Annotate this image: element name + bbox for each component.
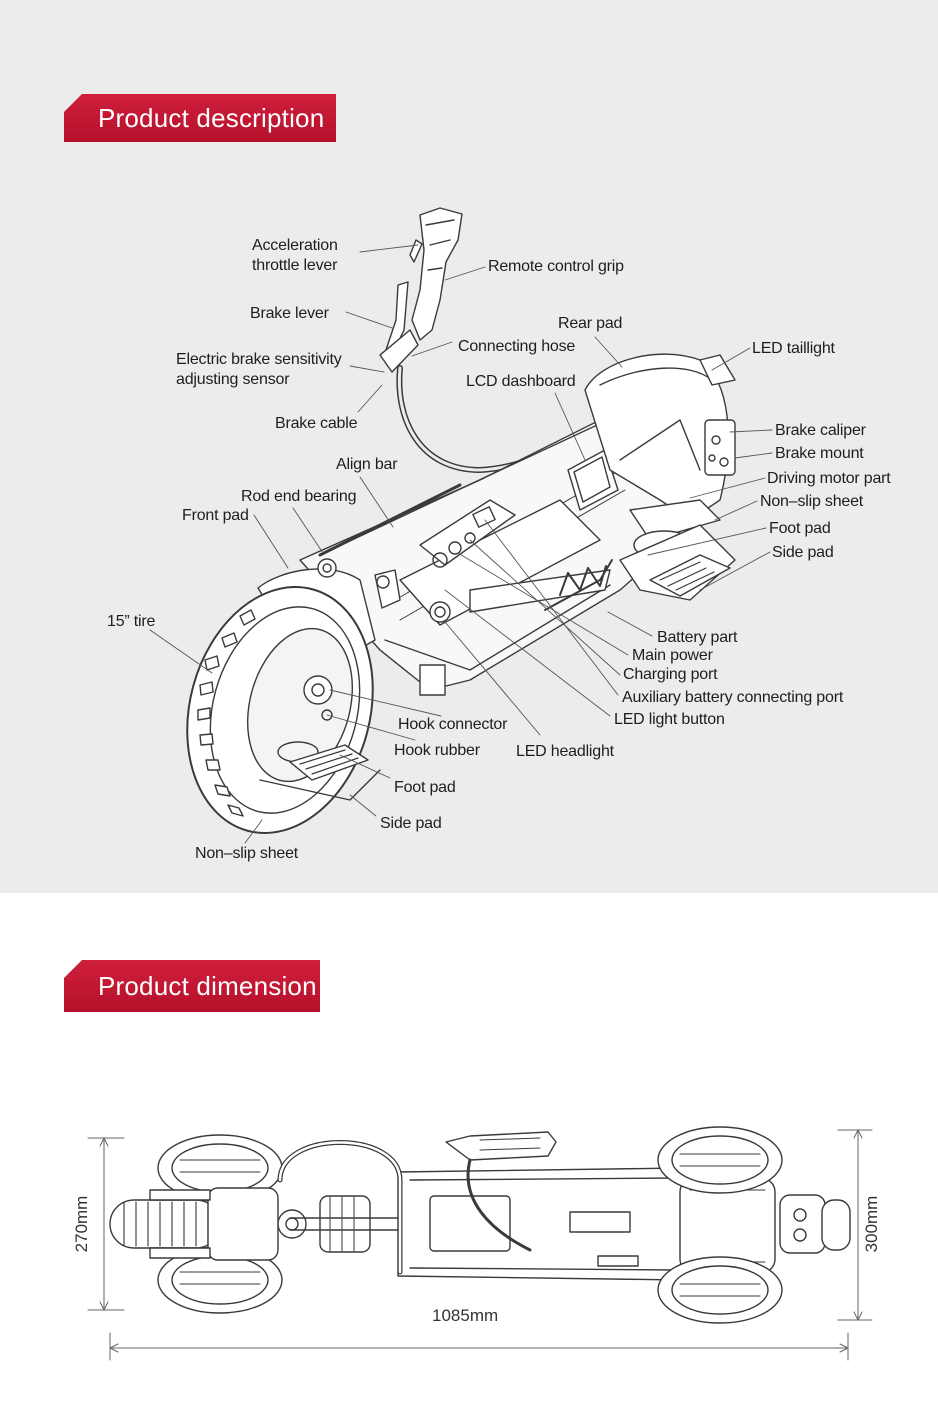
label-connecting-hose: Connecting hose xyxy=(458,338,576,355)
label-non-slip-sheet-left: Non–slip sheet xyxy=(195,845,299,862)
label-side-pad-right: Side pad xyxy=(772,544,834,561)
label-hook-connector: Hook connector xyxy=(398,716,508,733)
label-align-bar: Align bar xyxy=(336,456,398,473)
label-acceleration-throttle-lever-line2: throttle lever xyxy=(252,257,338,274)
front-tire xyxy=(186,586,381,834)
product-description-heading: Product description xyxy=(64,94,336,142)
dimension-lines xyxy=(87,1129,873,1361)
label-battery-part: Battery part xyxy=(657,629,738,646)
main-deck-top xyxy=(397,1167,701,1281)
front-body-top xyxy=(149,1187,371,1261)
label-charging-port: Charging port xyxy=(623,666,718,683)
remote-grip-top xyxy=(445,1131,557,1252)
label-hook-rubber: Hook rubber xyxy=(394,742,480,759)
label-electric-brake-sensor-line1: Electric brake sensitivity xyxy=(176,351,342,368)
dimension-length: 1085mm xyxy=(432,1306,499,1325)
product-dimension-heading: Product dimension xyxy=(64,960,320,1012)
label-foot-pad-left: Foot pad xyxy=(394,779,456,796)
label-acceleration-throttle-lever-line1: Acceleration xyxy=(252,237,338,254)
lcd-dashboard xyxy=(567,449,619,511)
front-tire-top xyxy=(109,1199,221,1249)
dimension-width-right: 300mm xyxy=(862,1195,881,1253)
label-brake-cable: Brake cable xyxy=(275,415,358,432)
scooter-isometric-drawing xyxy=(149,207,773,844)
leader-lines xyxy=(149,244,773,844)
label-electric-brake-sensor-line2: adjusting sensor xyxy=(176,371,290,388)
label-non-slip-sheet-right: Non–slip sheet xyxy=(760,493,864,510)
label-driving-motor-part: Driving motor part xyxy=(767,470,891,487)
label-brake-lever: Brake lever xyxy=(250,305,329,322)
label-main-power: Main power xyxy=(632,647,713,664)
rear-assembly xyxy=(584,353,736,601)
label-side-pad-left: Side pad xyxy=(380,815,442,832)
label-rear-pad: Rear pad xyxy=(558,315,623,332)
label-front-pad: Front pad xyxy=(182,507,249,524)
label-remote-control-grip: Remote control grip xyxy=(488,258,624,275)
remote-control-grip xyxy=(379,207,463,373)
label-15-inch-tire: 15” tire xyxy=(107,613,156,630)
label-brake-caliper: Brake caliper xyxy=(775,422,866,439)
label-rod-end-bearing: Rod end bearing xyxy=(241,488,357,505)
dimension-width-left: 270mm xyxy=(72,1195,91,1253)
product-description-section xyxy=(0,0,938,893)
label-auxiliary-battery-port: Auxiliary battery connecting port xyxy=(622,689,844,706)
control-panel xyxy=(419,499,516,696)
rear-pad-discs xyxy=(657,1126,783,1324)
label-foot-pad-right: Foot pad xyxy=(769,520,831,537)
label-led-taillight: LED taillight xyxy=(752,340,835,357)
label-brake-mount: Brake mount xyxy=(775,445,864,462)
label-led-headlight: LED headlight xyxy=(516,743,614,760)
front-pad-discs xyxy=(157,1134,283,1314)
label-led-light-button: LED light button xyxy=(614,711,725,728)
label-lcd-dashboard: LCD dashboard xyxy=(466,373,576,390)
